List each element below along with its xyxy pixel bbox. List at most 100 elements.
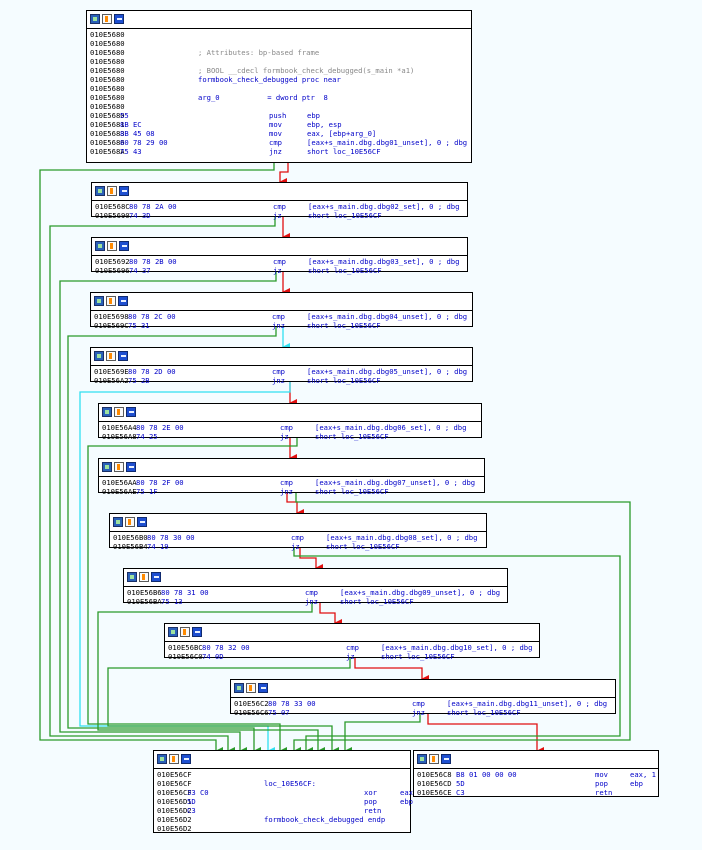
block-toolbar [87,11,471,29]
rename-icon[interactable] [107,241,117,251]
opcode-bytes: 80 78 31 00 [161,588,209,597]
group-icon[interactable] [119,241,129,251]
group-icon[interactable] [119,186,129,196]
opcode-bytes: 33 C0 [187,788,209,797]
rename-icon[interactable] [125,517,135,527]
address: 010E569E [94,367,129,376]
block-color-icon[interactable] [234,683,244,693]
mnemonic: jz [273,266,282,275]
operand: short loc_10E56CF [326,542,400,551]
opcode-bytes: 74 3D [129,211,151,220]
opcode-bytes: B8 01 00 00 00 [456,770,517,779]
block-color-icon[interactable] [102,462,112,472]
block-color-icon[interactable] [417,754,427,764]
mnemonic: cmp [280,423,293,432]
block-color-icon[interactable] [102,407,112,417]
group-icon[interactable] [441,754,451,764]
group-icon[interactable] [192,627,202,637]
group-icon[interactable] [137,517,147,527]
rename-icon[interactable] [139,572,149,582]
block-color-icon[interactable] [95,241,105,251]
rename-icon[interactable] [180,627,190,637]
block-color-icon[interactable] [95,186,105,196]
rename-icon[interactable] [169,754,179,764]
block-toolbar [99,459,484,477]
rename-icon[interactable] [107,186,117,196]
group-icon[interactable] [181,754,191,764]
rename-icon[interactable] [114,462,124,472]
opcode-bytes: 80 78 2F 00 [136,478,184,487]
opcode-bytes: 80 78 2C 00 [128,312,176,321]
block-color-icon[interactable] [94,296,104,306]
opcode-bytes: 80 78 2E 00 [136,423,184,432]
group-icon[interactable] [258,683,268,693]
mnemonic: cmp [412,699,425,708]
mnemonic: jz [273,211,282,220]
opcode-bytes: 74 37 [129,266,151,275]
operand: [eax+s_main.dbg.dbg06_set], 0 ; dbg [315,423,467,432]
block-color-icon[interactable] [127,572,137,582]
block-color-icon[interactable] [157,754,167,764]
group-icon[interactable] [118,296,128,306]
rename-icon[interactable] [114,407,124,417]
operand: [eax+s_main.dbg.dbg11_unset], 0 ; dbg [447,699,608,708]
address: 010E5681 [90,120,125,129]
edge-branch [107,658,351,755]
operand: [eax+s_main.dbg.dbg07_unset], 0 ; dbg [315,478,476,487]
opcode-bytes: 75 43 [120,147,142,156]
operand: eax, [ebp+arg_0] [307,129,377,138]
address: 010E5680 [90,102,125,111]
group-icon[interactable] [126,407,136,417]
rename-icon[interactable] [246,683,256,693]
edge-branch [59,271,277,755]
address: 010E56CD [417,779,452,788]
address: 010E56C0 [168,652,203,661]
block-toolbar [91,348,472,366]
operand: short loc_10E56CF [307,321,381,330]
block-toolbar [165,624,539,642]
group-icon[interactable] [151,572,161,582]
opcode-bytes: 75 13 [161,597,183,606]
group-icon[interactable] [126,462,136,472]
rename-icon[interactable] [102,14,112,24]
mnemonic: cmp [269,138,282,147]
mnemonic: cmp [305,588,318,597]
edge-branch [39,162,275,755]
address: 010E5680 [90,75,125,84]
opcode-bytes: 80 78 2D 00 [128,367,176,376]
edge-fallthrough [427,713,544,755]
mnemonic: cmp [273,202,286,211]
opcode-bytes: 80 78 2A 00 [129,202,177,211]
address: 010E5686 [90,138,125,147]
block-color-icon[interactable] [94,351,104,361]
group-icon[interactable] [114,14,124,24]
edge-branch [293,547,621,755]
block-color-icon[interactable] [168,627,178,637]
block-toolbar [110,514,486,532]
rename-icon[interactable] [106,351,116,361]
block-color-icon[interactable] [90,14,100,24]
group-icon[interactable] [118,351,128,361]
rename-icon[interactable] [429,754,439,764]
address: 010E56CF [157,779,192,788]
address: 010E5680 [90,48,125,57]
opcode-bytes: 74 19 [147,542,169,551]
block-color-icon[interactable] [113,517,123,527]
block-toolbar [92,183,467,201]
address: 010E5680 [90,93,125,102]
edge-fallthrough [299,547,323,572]
rename-icon[interactable] [106,296,116,306]
